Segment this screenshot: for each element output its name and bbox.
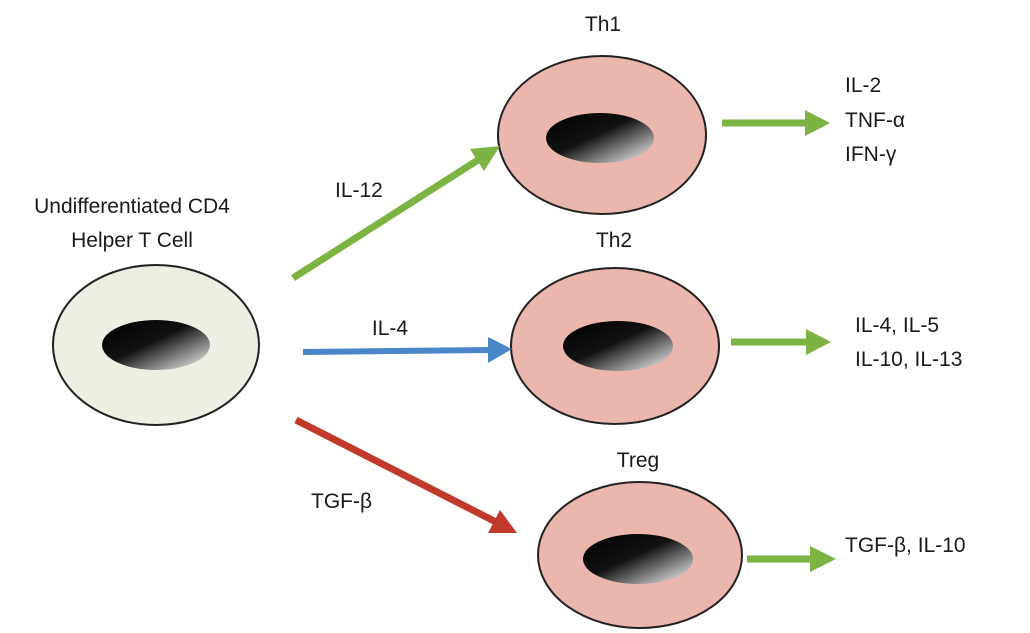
il12-label: IL-12 [335, 179, 383, 202]
treg-output-arrowhead [810, 546, 836, 572]
tgfb-arrow [294, 416, 500, 527]
treg-cytokine-1: TGF-β, IL-10 [845, 534, 966, 557]
th1-cytokine-3: IFN-γ [845, 143, 897, 166]
th2-cell-nucleus [563, 321, 673, 371]
il4-arrow [302, 347, 491, 355]
th2-output-arrowhead [806, 329, 831, 355]
tgfb-arrowhead [488, 510, 517, 533]
il4-arrowhead [488, 337, 512, 363]
il12-arrow [291, 157, 480, 281]
il12-arrowhead [470, 146, 500, 171]
th1-label: Th1 [585, 13, 621, 36]
th1-output-arrowhead [805, 110, 830, 136]
th1-cytokine-2: TNF-α [845, 109, 905, 132]
th1-group: Th1 IL-12 IL-2 TNF-α IFN-γ [291, 13, 905, 281]
precursor-cell-nucleus [102, 320, 210, 370]
th1-cell-nucleus [546, 113, 654, 163]
th2-cytokine-2: IL-10, IL-13 [855, 348, 962, 371]
th2-cytokine-1: IL-4, IL-5 [855, 314, 939, 337]
th2-group: Th2 IL-4 IL-4, IL-5 IL-10, IL-13 [302, 229, 962, 425]
th1-cytokine-1: IL-2 [845, 74, 881, 97]
tgfb-label: TGF-β [311, 490, 372, 513]
precursor-label-line-1: Undifferentiated CD4 [34, 195, 230, 218]
treg-cell-nucleus [583, 534, 693, 584]
treg-group: Treg TGF-β TGF-β, IL-10 [294, 416, 966, 629]
th2-label: Th2 [596, 229, 632, 252]
il4-label: IL-4 [372, 317, 409, 340]
precursor-label-line-2: Helper T Cell [71, 229, 193, 252]
precursor-cell: Undifferentiated CD4 Helper T Cell [34, 195, 260, 426]
treg-label: Treg [617, 449, 659, 472]
